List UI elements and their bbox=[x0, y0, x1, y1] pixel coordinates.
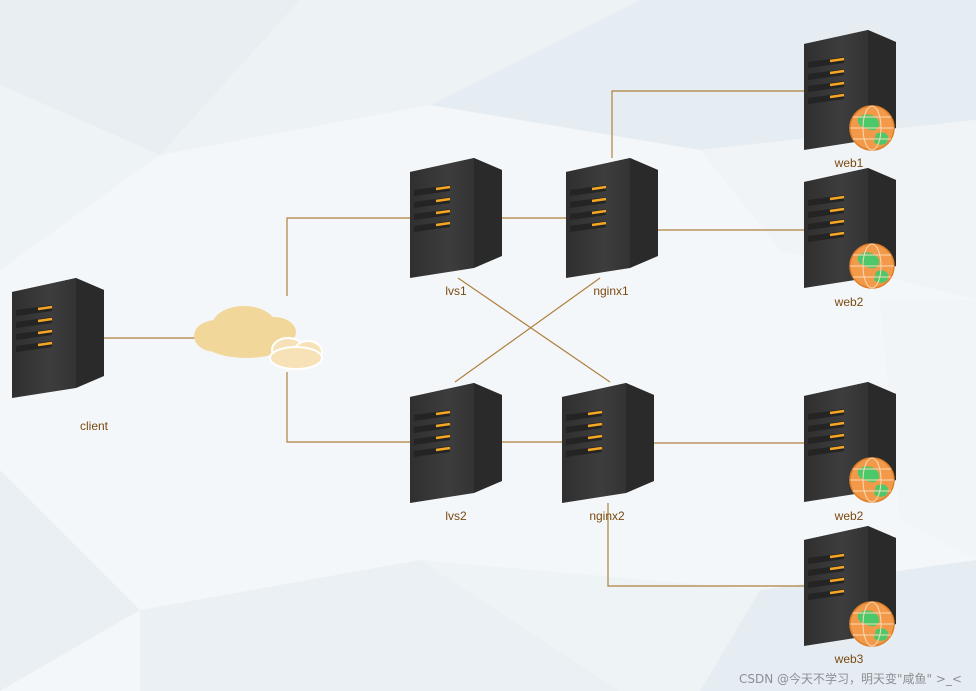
globe-icon bbox=[849, 105, 895, 151]
link-layer bbox=[104, 90, 804, 587]
nginx1-server-icon bbox=[564, 156, 660, 280]
web2b-server-icon bbox=[802, 380, 898, 504]
web1-server-icon bbox=[802, 28, 898, 152]
web2a-server-icon bbox=[802, 166, 898, 290]
lvs1-server-icon bbox=[408, 156, 504, 280]
web3-server-icon bbox=[802, 524, 898, 648]
web3-label: web3 bbox=[834, 652, 864, 666]
lvs1-label: lvs1 bbox=[445, 284, 467, 298]
link-internet-lvs1 bbox=[286, 217, 410, 296]
nginx2-label: nginx2 bbox=[589, 509, 625, 523]
globe-icon bbox=[849, 457, 895, 503]
cloud-icon bbox=[194, 306, 323, 370]
link-nginx1-web1 bbox=[611, 90, 804, 158]
link-internet-lvs2 bbox=[286, 372, 410, 443]
link-lvs2-nginx1 bbox=[454, 277, 601, 383]
nginx1-label: nginx1 bbox=[593, 284, 629, 298]
watermark: CSDN @今天不学习，明天变"咸鱼" >_< bbox=[739, 672, 962, 686]
globe-icon bbox=[849, 601, 895, 647]
client-server-icon bbox=[10, 276, 106, 400]
link-lvs1-nginx2 bbox=[457, 277, 611, 383]
client-label: client bbox=[79, 419, 109, 433]
web1-label: web1 bbox=[834, 156, 864, 170]
link-nginx2-web3 bbox=[607, 503, 804, 587]
lvs2-label: lvs2 bbox=[445, 509, 467, 523]
lvs2-server-icon bbox=[408, 381, 504, 505]
globe-icon bbox=[849, 243, 895, 289]
nginx2-server-icon bbox=[560, 381, 656, 505]
web2a-label: web2 bbox=[834, 295, 864, 309]
web2b-label: web2 bbox=[834, 509, 864, 523]
